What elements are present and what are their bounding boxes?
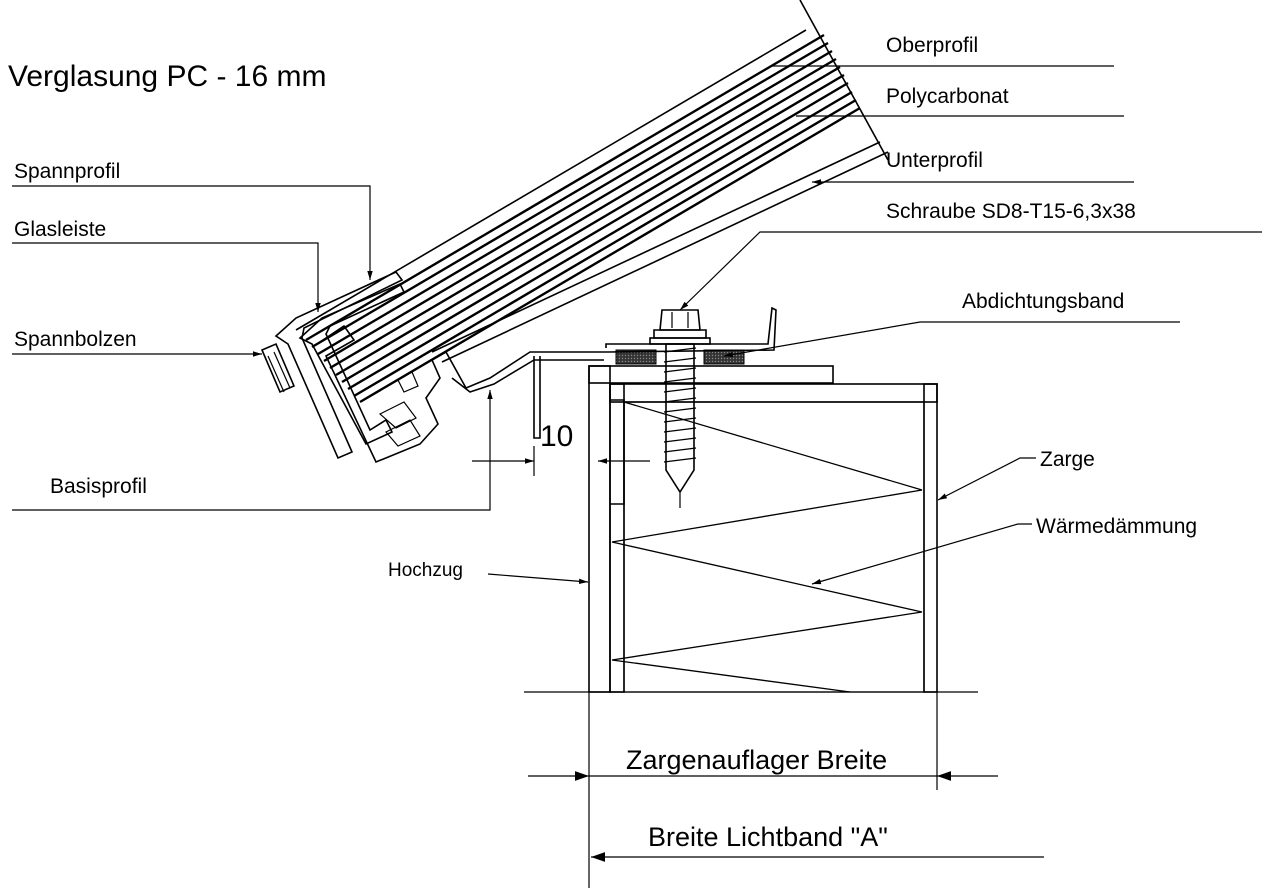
- label-schraube: Schraube SD8-T15-6,3x38: [886, 200, 1136, 223]
- dimension-zargenauflager-label: Zargenauflager Breite: [626, 745, 887, 775]
- drawing-title: Verglasung PC - 16 mm: [8, 60, 326, 93]
- dimension-10: [472, 446, 650, 476]
- label-spannprofil: Spannprofil: [14, 160, 120, 183]
- insulation-zigzag: [611, 401, 923, 693]
- sealing-tape: [605, 306, 777, 365]
- label-oberprofil: Oberprofil: [886, 34, 978, 57]
- zarge-curb: [588, 365, 938, 693]
- clamp-profiles: [260, 271, 608, 464]
- glazing-panel: [295, 0, 889, 404]
- label-waermedaemmung: Wärmedämmung: [1036, 515, 1197, 538]
- label-zarge: Zarge: [1040, 448, 1095, 471]
- label-spannbolzen: Spannbolzen: [14, 328, 137, 351]
- screw: [649, 309, 711, 508]
- dimension-gap-value: 10: [540, 420, 573, 453]
- label-abdichtungsband: Abdichtungsband: [962, 290, 1124, 313]
- label-polycarbonat: Polycarbonat: [886, 85, 1009, 108]
- dimension-lichtband-label: Breite Lichtband "A": [648, 822, 888, 852]
- label-hochzug: Hochzug: [388, 560, 463, 581]
- dimension-zargenauflager: [528, 692, 998, 888]
- label-basisprofil: Basisprofil: [50, 475, 147, 498]
- label-glasleiste: Glasleiste: [14, 218, 106, 241]
- base-profile-leg: [533, 356, 541, 439]
- label-unterprofil: Unterprofil: [886, 149, 983, 172]
